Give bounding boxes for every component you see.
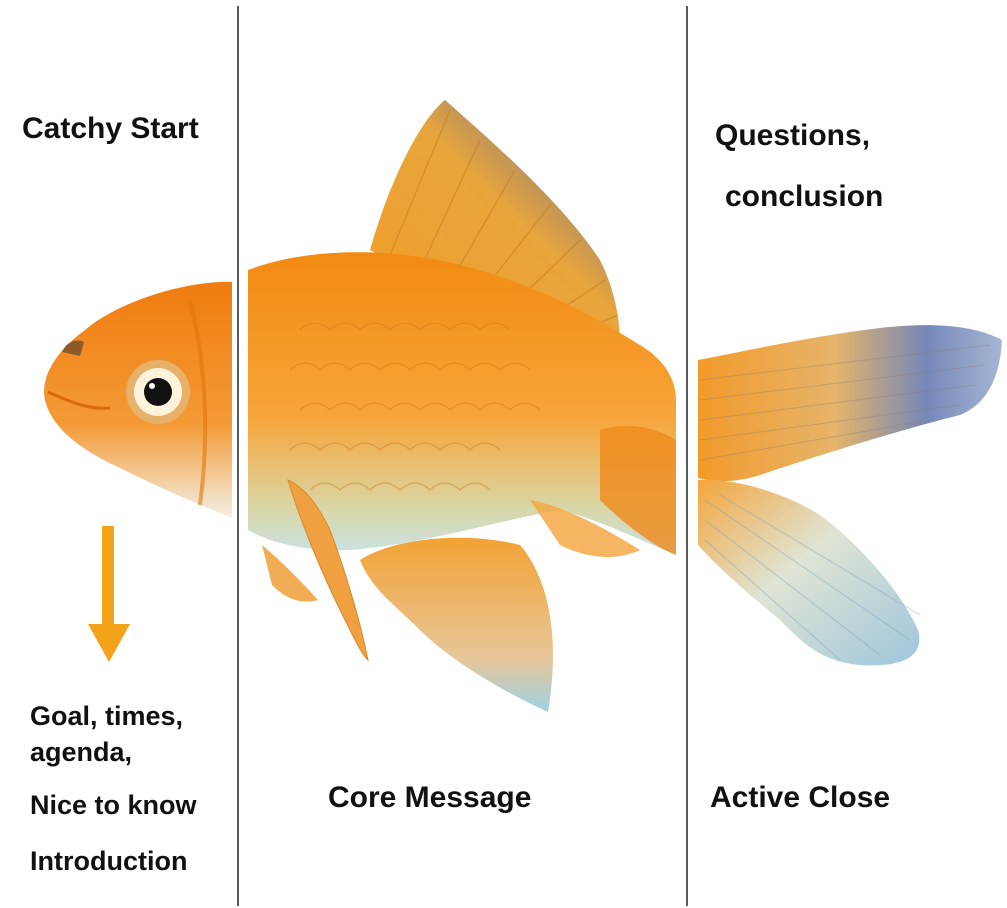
questions-heading-line1: Questions, [715, 119, 870, 153]
note-agenda: agenda, [30, 737, 132, 768]
note-goal-times: Goal, times, [30, 701, 183, 732]
core-message-label: Core Message [328, 781, 531, 815]
active-close-label: Active Close [710, 781, 890, 815]
divider-right [686, 6, 688, 906]
divider-left [237, 6, 239, 906]
questions-heading-line2: conclusion [725, 180, 883, 214]
fish-tail [698, 325, 1002, 665]
catchy-start-heading: Catchy Start [22, 112, 199, 146]
fish-body [248, 100, 676, 712]
fish-head [44, 282, 232, 518]
down-arrow-icon [86, 526, 132, 666]
note-nice-to-know: Nice to know [30, 790, 197, 821]
note-introduction: Introduction [30, 846, 187, 877]
